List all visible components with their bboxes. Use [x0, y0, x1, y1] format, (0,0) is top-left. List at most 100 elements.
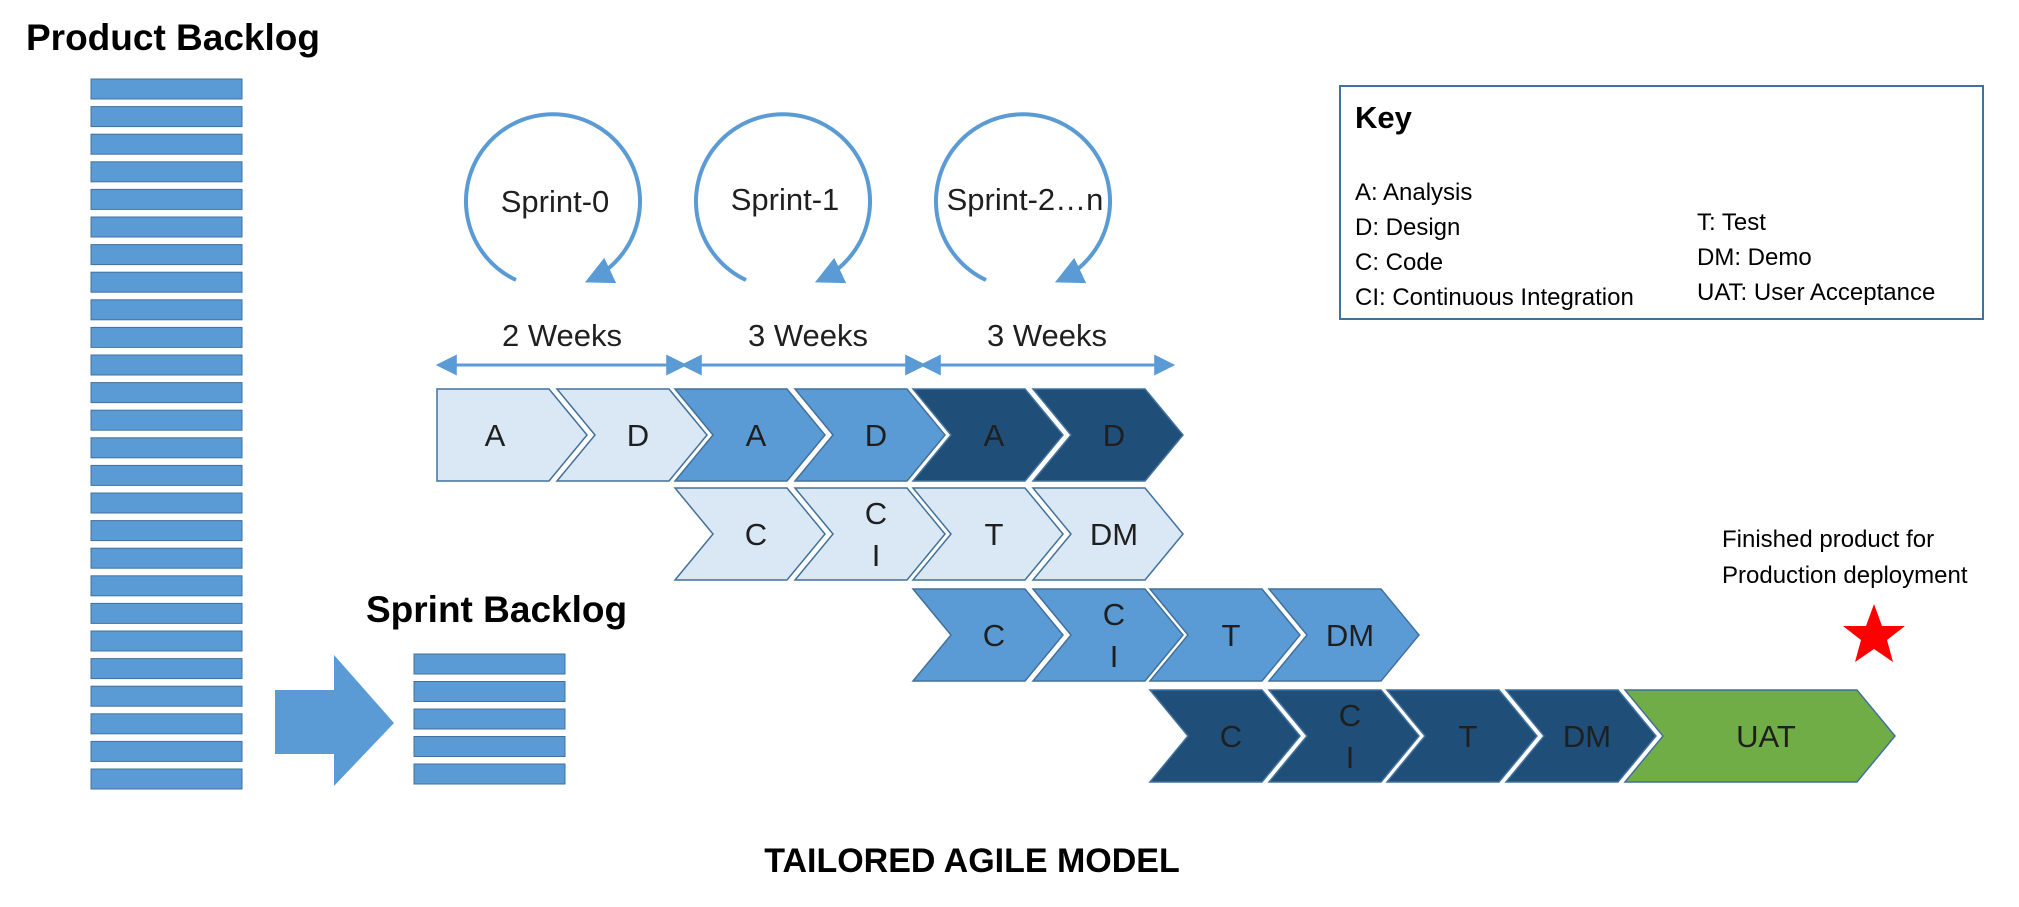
- chevron-label: DM: [1563, 719, 1611, 754]
- product-backlog-item: [90, 658, 243, 680]
- sprint-backlog-title: Sprint Backlog: [366, 589, 627, 630]
- chevron-shape: [1623, 689, 1896, 783]
- chevron-shape: [1504, 689, 1657, 783]
- sprint-backlog-item: [413, 708, 566, 730]
- sprint-label: Sprint-2…n: [947, 182, 1104, 217]
- chevron-ci: CI: [1267, 689, 1420, 783]
- chevron-shape: [1385, 689, 1538, 783]
- chevron-shape: [1267, 689, 1420, 783]
- chevron-label-part: C: [1339, 698, 1361, 733]
- chevron-label: C: [745, 517, 767, 552]
- chevron-label: A: [984, 418, 1005, 453]
- finished-product-line1: Finished product for: [1722, 526, 1934, 553]
- product-backlog-stack: [90, 78, 243, 790]
- chevron-d: D: [793, 388, 946, 482]
- chevron-a: A: [911, 388, 1064, 482]
- product-backlog-item: [90, 602, 243, 624]
- duration-span-0: 2 Weeks: [435, 318, 688, 376]
- chevron-ci: CI: [1031, 588, 1184, 682]
- product-backlog-item: [90, 188, 243, 210]
- chevron-c: C: [1148, 689, 1301, 783]
- product-backlog-item: [90, 409, 243, 431]
- product-backlog-item: [90, 299, 243, 321]
- chevron-shape: [673, 388, 826, 482]
- chevron-a: A: [673, 388, 826, 482]
- key-box: [1339, 85, 1984, 320]
- duration-label: 2 Weeks: [502, 318, 622, 353]
- product-backlog-item: [90, 630, 243, 652]
- chevron-label: T: [1222, 618, 1241, 653]
- chevron-label: UAT: [1736, 719, 1796, 754]
- chevron-shape: [1148, 588, 1301, 682]
- product-backlog-item: [90, 271, 243, 293]
- sprint-cycle-arrow-icon: [694, 112, 872, 284]
- sprint-backlog-item: [413, 736, 566, 757]
- chevron-label-part: C: [1103, 597, 1125, 632]
- key-item-test: T: Test: [1697, 209, 1766, 236]
- sprint-cycle-arrow-icon: [464, 112, 642, 284]
- key-item-user-acceptance: UAT: User Acceptance: [1697, 279, 1935, 306]
- product-backlog-item: [90, 133, 243, 155]
- product-backlog-item: [90, 713, 243, 735]
- product-backlog-item: [90, 768, 243, 790]
- product-backlog-item: [90, 354, 243, 376]
- chevron-shape: [1148, 689, 1301, 783]
- chevron-label-part: C: [865, 496, 887, 531]
- chevron-shape: [1267, 588, 1420, 682]
- chevron-label-part: I: [1110, 639, 1119, 674]
- product-backlog-title: Product Backlog: [26, 17, 320, 58]
- chevron-t: T: [1148, 588, 1301, 682]
- chevron-shape: [1031, 388, 1184, 482]
- duration-span-1: 3 Weeks: [680, 318, 927, 376]
- chevron-t: T: [1385, 689, 1538, 783]
- sprint-backlog-item: [413, 653, 566, 675]
- sprint-backlog-item: [413, 681, 566, 702]
- chevron-label: C: [1220, 719, 1242, 754]
- chevron-shape: [911, 388, 1064, 482]
- chevron-dm: DM: [1031, 487, 1184, 581]
- chevron-label: T: [985, 517, 1004, 552]
- product-backlog-item: [90, 106, 243, 128]
- sprint-backlog-stack: [413, 653, 566, 785]
- chevron-label-part: I: [1346, 740, 1355, 775]
- sprint-cycle-0: Sprint-0: [464, 112, 642, 284]
- duration-label: 3 Weeks: [987, 318, 1107, 353]
- product-backlog-item: [90, 685, 243, 707]
- product-backlog-item: [90, 492, 243, 514]
- product-backlog-item: [90, 575, 243, 597]
- chevron-label: D: [865, 418, 887, 453]
- chevron-label: A: [485, 418, 506, 453]
- product-backlog-item: [90, 78, 243, 100]
- duration-span-2: 3 Weeks: [919, 318, 1176, 376]
- chevron-d: D: [1031, 388, 1184, 482]
- chevron-d: D: [555, 388, 708, 482]
- chevron-shape: [436, 388, 588, 482]
- key-item-demo: DM: Demo: [1697, 244, 1812, 271]
- chevron-shape: [911, 487, 1064, 581]
- chevron-dm: DM: [1267, 588, 1420, 682]
- chevron-shape: [555, 388, 708, 482]
- chevron-shape: [1031, 487, 1184, 581]
- product-backlog-item: [90, 520, 243, 542]
- finished-product-line2: Production deployment: [1722, 562, 1968, 589]
- chevron-a: A: [436, 388, 588, 482]
- product-backlog-item: [90, 382, 243, 404]
- key-item-code: C: Code: [1355, 249, 1443, 276]
- product-backlog-item: [90, 244, 243, 266]
- sprint-label: Sprint-0: [501, 184, 610, 219]
- chevron-shape: [1031, 588, 1184, 682]
- chevron-t: T: [911, 487, 1064, 581]
- key-legend: Key A: Analysis D: Design C: Code CI: Co…: [1339, 85, 1984, 320]
- product-backlog-item: [90, 464, 243, 486]
- chevron-shape: [793, 388, 946, 482]
- chevron-label-part: I: [872, 538, 881, 573]
- chevron-label: T: [1459, 719, 1478, 754]
- chevron-uat: UAT: [1623, 689, 1896, 783]
- key-item-design: D: Design: [1355, 214, 1460, 241]
- sprint-label: Sprint-1: [731, 182, 840, 217]
